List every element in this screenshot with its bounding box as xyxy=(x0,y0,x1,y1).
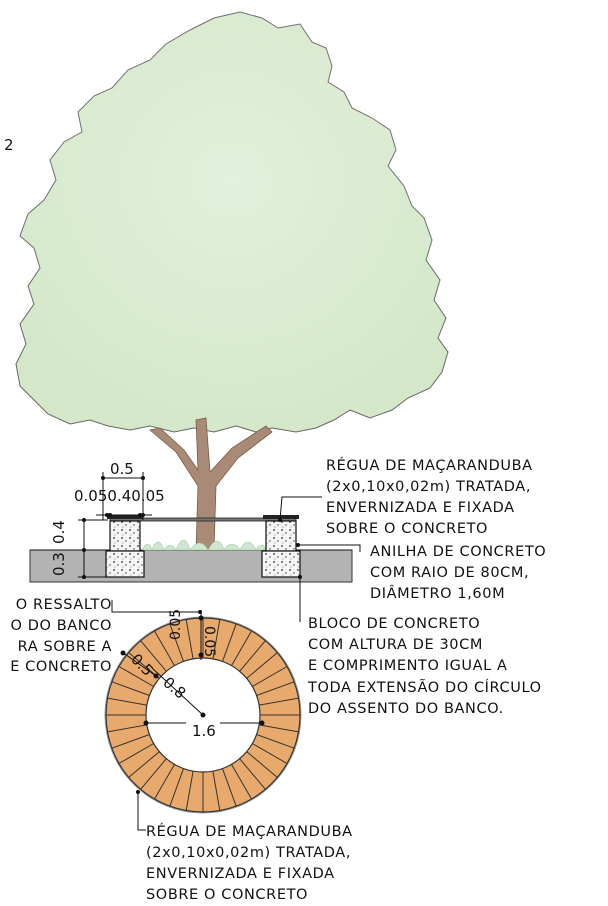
dim-diameter: 1.6 xyxy=(192,722,216,740)
note-regua-top: RÉGUA DE MAÇARANDUBA (2x0,10x0,02m) TRAT… xyxy=(326,457,533,537)
wood-slat-divider xyxy=(185,619,194,659)
note-ressalto: O RESSALTO O DO BANCO RA SOBRE A E CONCR… xyxy=(10,597,112,675)
wood-slat-divider xyxy=(107,697,147,706)
page-number: 2 xyxy=(4,136,14,154)
wood-slat-divider xyxy=(231,630,252,666)
wood-slat-divider xyxy=(212,619,221,659)
wood-slat-divider xyxy=(246,652,278,679)
dim-total-width: 0.5 xyxy=(110,460,134,478)
note-anilha-line-2: COM RAIO DE 80CM, xyxy=(370,565,529,581)
wood-slat-divider xyxy=(169,623,184,662)
wood-slat-divider xyxy=(169,768,184,807)
wood-slat-divider xyxy=(154,764,175,800)
note-regua-top-line-3: ENVERNIZADA E FIXADA xyxy=(326,500,515,516)
note-regua-bottom-line-3: ENVERNIZADA E FIXADA xyxy=(146,866,335,882)
grass xyxy=(141,539,267,551)
elevation-dimensions: 0.5 0.050.40.05 0.3 0.4 xyxy=(50,460,165,579)
wood-slat-divider xyxy=(128,751,160,778)
note-bloco-line-5: DO ASSENTO DO BANCO. xyxy=(308,701,504,717)
bench-seat-top xyxy=(109,517,297,522)
wood-slat-divider xyxy=(231,764,252,800)
note-regua-bottom: RÉGUA DE MAÇARANDUBA (2x0,10x0,02m) TRAT… xyxy=(146,823,353,903)
dim-part-widths: 0.050.40.05 xyxy=(74,487,165,505)
dim-height-upper: 0.3 xyxy=(50,552,68,576)
dim-height-lower: 0.4 xyxy=(50,520,68,544)
wood-slat-divider xyxy=(185,771,194,811)
wood-slat-divider xyxy=(256,681,295,696)
wood-slat-divider xyxy=(118,743,154,764)
note-regua-top-line-1: RÉGUA DE MAÇARANDUBA xyxy=(326,457,533,474)
elevation-view: 0.5 0.050.40.05 0.3 0.4 xyxy=(29,460,353,583)
note-anilha: ANILHA DE CONCRETO COM RAIO DE 80CM, DIÂ… xyxy=(370,544,546,602)
wood-slat-divider xyxy=(212,771,221,811)
wood-slat-divider xyxy=(239,758,266,790)
wood-slat-divider xyxy=(252,743,288,764)
leader-lines xyxy=(111,496,361,831)
note-ressalto-line-4: E CONCRETO xyxy=(10,659,112,675)
note-anilha-line-3: DIÂMETRO 1,60M xyxy=(370,584,505,602)
wood-slat-divider xyxy=(107,724,147,733)
wood-slat-divider xyxy=(128,652,160,679)
bloco-left xyxy=(105,550,145,578)
plan-view: 1.6 0.8 0.5 0.05 0.05 xyxy=(104,609,302,814)
tree-trunk xyxy=(149,417,273,551)
dim-offset-right: 0.05 xyxy=(201,626,217,657)
wood-slat-divider xyxy=(111,734,150,749)
wood-slat-divider xyxy=(222,623,237,662)
note-regua-bottom-line-2: (2x0,10x0,02m) TRATADA, xyxy=(146,845,351,861)
wood-slat-divider xyxy=(154,630,175,666)
regua-left xyxy=(107,515,143,519)
regua-right xyxy=(263,515,299,519)
wood-slat-divider xyxy=(252,666,288,687)
wood-slat-divider xyxy=(140,640,167,672)
anilha-right xyxy=(265,520,297,552)
note-bloco-line-4: TODA EXTENSÃO DO CÍRCULO xyxy=(307,679,542,696)
note-bloco-line-1: BLOCO DE CONCRETO xyxy=(308,616,480,632)
note-ressalto-line-1: O RESSALTO xyxy=(16,597,112,613)
wood-slat-divider xyxy=(256,734,295,749)
bloco-right xyxy=(261,550,301,578)
wood-slat-divider xyxy=(118,666,154,687)
dim-offset-top: 0.05 xyxy=(168,609,184,640)
note-regua-top-line-2: (2x0,10x0,02m) TRATADA, xyxy=(326,479,531,495)
wood-slat-divider xyxy=(239,640,266,672)
note-regua-top-line-4: SOBRE O CONCRETO xyxy=(326,521,488,537)
note-bloco-line-3: E COMPRIMENTO IGUAL A xyxy=(308,658,508,674)
wood-slat-divider xyxy=(246,751,278,778)
tree-illustration xyxy=(15,11,449,551)
note-bloco: BLOCO DE CONCRETO COM ALTURA DE 30CM E C… xyxy=(307,616,542,717)
note-anilha-line-1: ANILHA DE CONCRETO xyxy=(370,544,546,560)
note-regua-bottom-line-4: SOBRE O CONCRETO xyxy=(146,887,308,903)
note-ressalto-line-3: RA SOBRE A xyxy=(18,639,112,655)
note-ressalto-line-2: O DO BANCO xyxy=(11,618,112,634)
wood-slat-divider xyxy=(222,768,237,807)
note-regua-bottom-line-1: RÉGUA DE MAÇARANDUBA xyxy=(146,823,353,840)
wood-slat-divider xyxy=(111,681,150,696)
note-bloco-line-2: COM ALTURA DE 30CM xyxy=(308,637,483,653)
wood-slat-divider xyxy=(140,758,167,790)
wood-slat-divider xyxy=(259,724,299,733)
wood-slat-divider xyxy=(259,697,299,706)
anilha-left xyxy=(109,520,141,552)
wood-slats xyxy=(106,618,300,812)
